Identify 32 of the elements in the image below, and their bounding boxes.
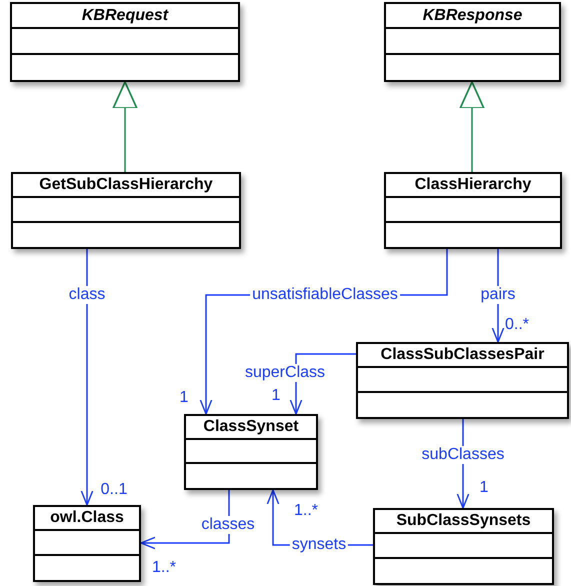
edge-label: classes [199,516,257,534]
generalization-arrow [112,81,138,172]
class-name: KBResponse [386,4,559,30]
multiplicity-label: 1 [478,479,490,497]
multiplicity-label: 1 [270,387,282,405]
class-box [384,172,562,249]
class-box [184,414,318,490]
class-name: ClassHierarchy [386,174,560,198]
class-box [10,2,240,82]
multiplicity-label: 1 [178,389,190,407]
class-name: GetSubClassHierarchy [13,174,239,198]
class-box [373,508,554,585]
edge-label: class [66,286,108,304]
edge-label: synsets [290,536,348,554]
class-name: ClassSubClassesPair [358,344,567,368]
edge-label: subClasses [420,446,506,464]
class-name: owl.Class [35,507,139,532]
class-name: KBRequest [12,4,238,30]
class-name: ClassSynset [186,416,316,440]
multiplicity-label: 1..* [293,502,319,520]
class-box [384,2,561,82]
multiplicity-label: 0..1 [100,481,128,499]
class-box [356,342,569,419]
generalization-arrow [459,81,485,172]
class-name: SubClassSynsets [375,510,552,534]
association-arrow [80,249,94,506]
edge-label: superClass [242,364,328,382]
multiplicity-label: 0..* [504,316,530,334]
class-box [33,505,141,582]
multiplicity-label: 1..* [151,559,177,577]
class-box [11,172,241,249]
edge-label: pairs [478,286,518,304]
